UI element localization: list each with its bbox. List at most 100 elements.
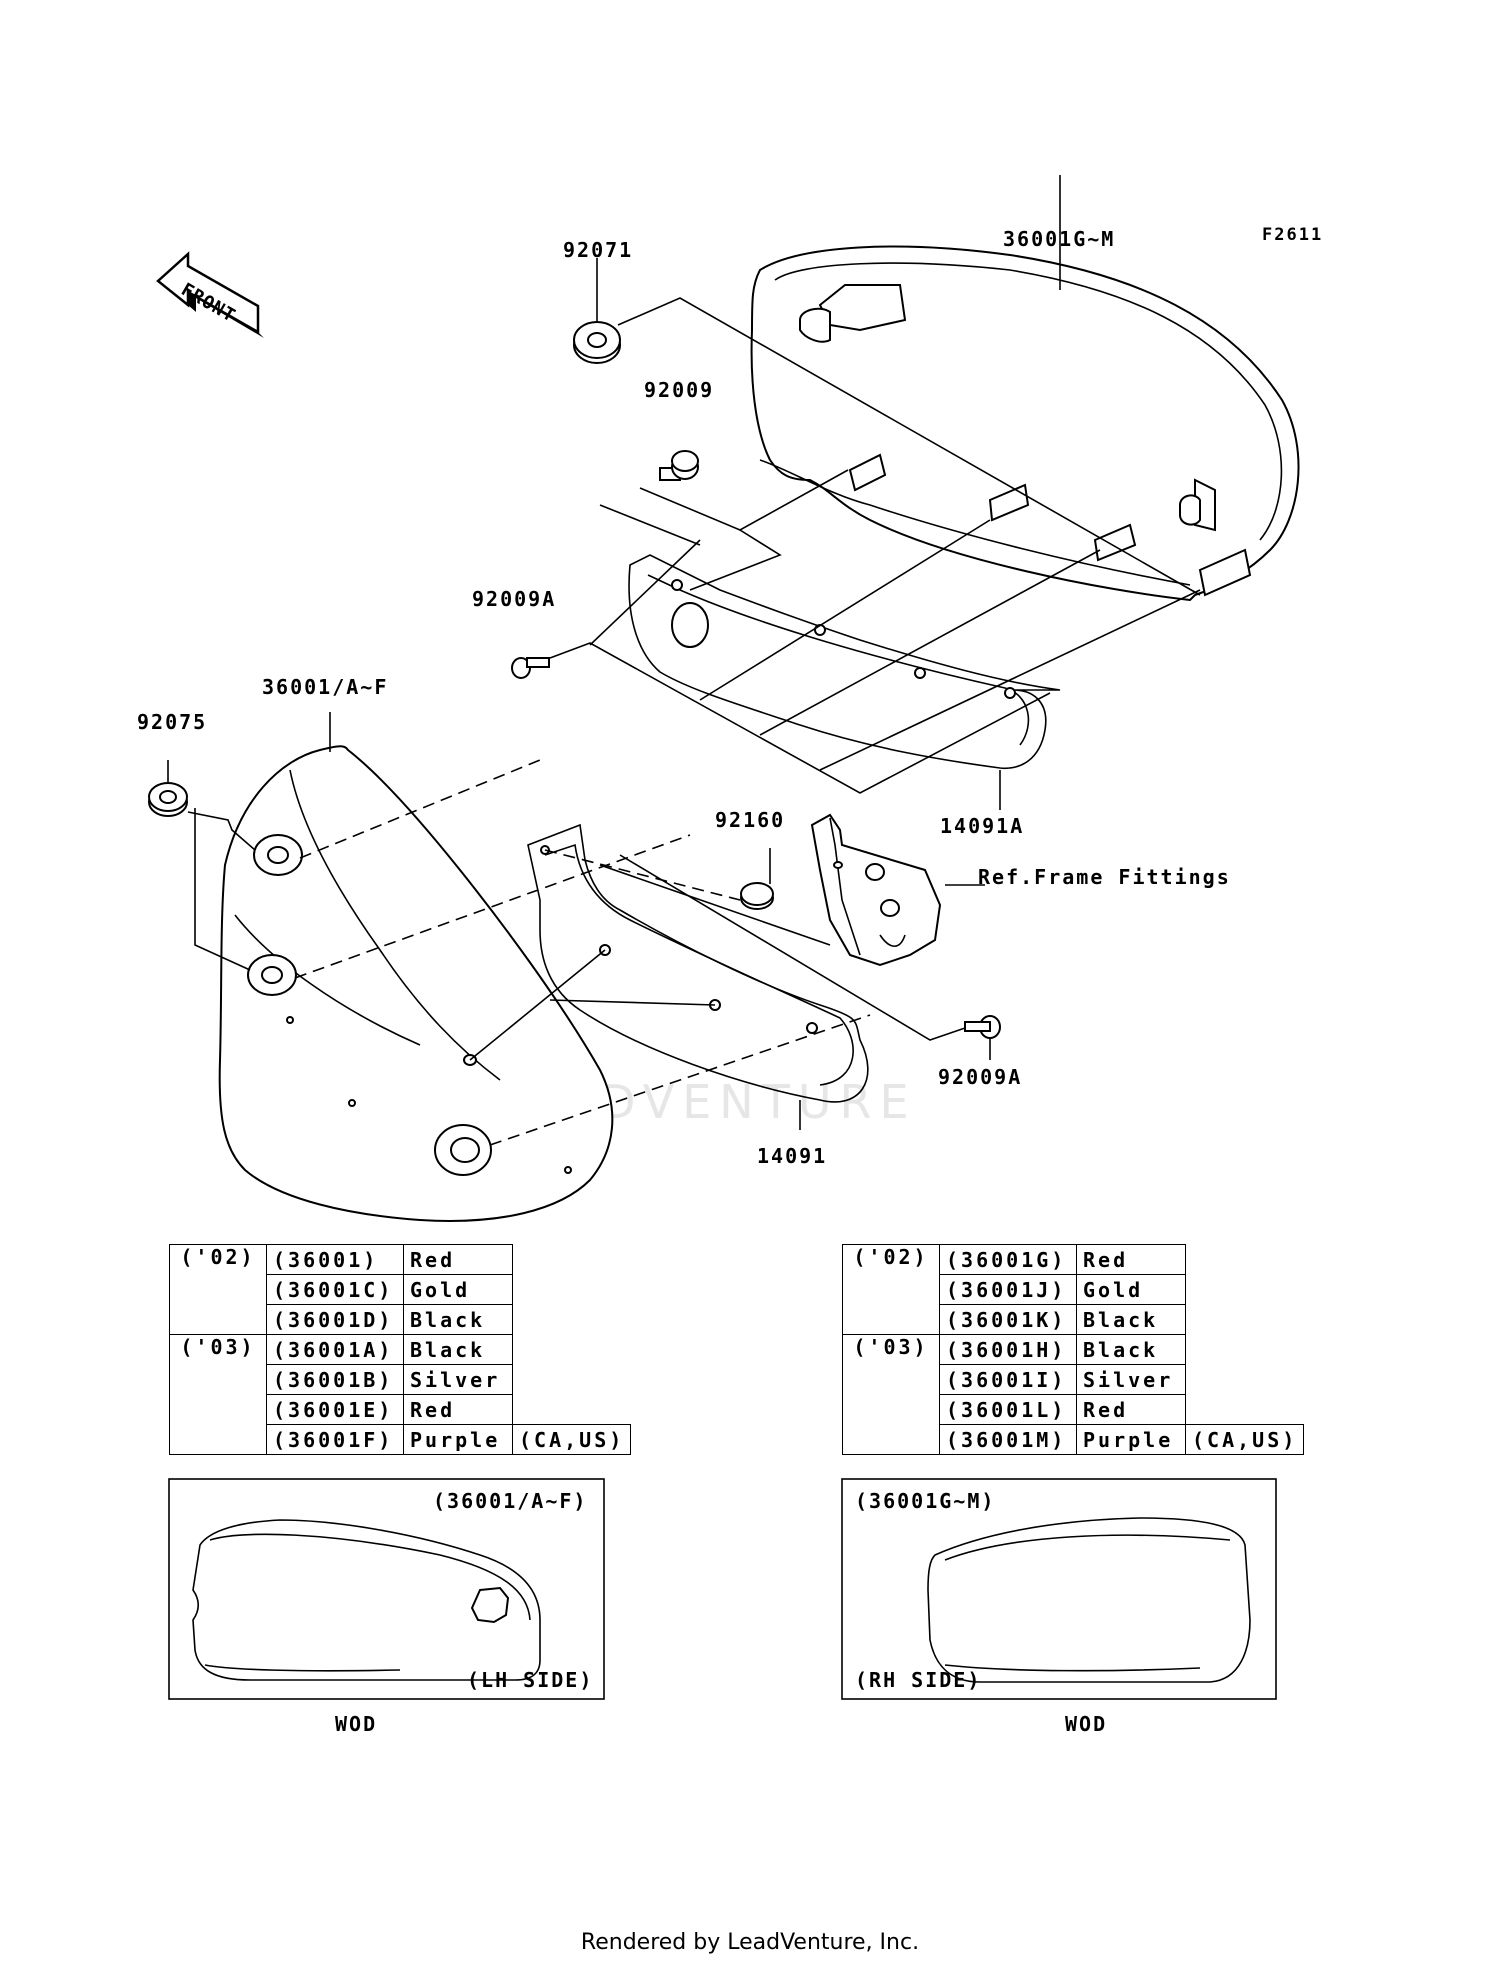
table-row: ('02)(36001)Red	[169, 1244, 631, 1275]
grommet-92075	[148, 782, 188, 817]
table-row: (36001J)Gold	[842, 1274, 1304, 1305]
label-ref-frame-fittings: Ref.Frame Fittings	[978, 865, 1231, 889]
table-row: (36001E)Red	[169, 1394, 631, 1425]
cell-year	[842, 1394, 940, 1425]
cell-code: (36001D)	[266, 1304, 404, 1335]
cell-year	[169, 1424, 267, 1455]
cell-color: Black	[403, 1304, 513, 1335]
cell-year	[169, 1394, 267, 1425]
cell-year	[169, 1304, 267, 1335]
cell-note	[1186, 1275, 1304, 1305]
cell-color: Purple	[403, 1424, 513, 1455]
side-cover-left	[218, 745, 614, 1222]
cell-note: (CA,US)	[511, 1424, 632, 1455]
cell-note	[513, 1305, 631, 1335]
cell-year: ('02)	[842, 1244, 940, 1275]
bolt-92009a-bottom	[964, 1015, 1001, 1039]
table-row: (36001I)Silver	[842, 1364, 1304, 1395]
collar-92009	[659, 450, 699, 481]
cell-code: (36001B)	[266, 1364, 404, 1395]
cell-code: (36001E)	[266, 1394, 404, 1425]
cell-code: (36001C)	[266, 1274, 404, 1305]
color-table-left: ('02)(36001)Red(36001C)Gold(36001D)Black…	[169, 1244, 632, 1455]
cell-code: (36001L)	[939, 1394, 1077, 1425]
cell-year: ('03)	[169, 1334, 267, 1365]
cell-code: (36001J)	[939, 1274, 1077, 1305]
cell-year	[169, 1364, 267, 1395]
bolt-92009a-top	[511, 657, 550, 679]
cell-note	[513, 1365, 631, 1395]
label-14091a: 14091A	[940, 814, 1024, 838]
cell-color: Red	[403, 1394, 513, 1425]
color-table-right: ('02)(36001G)Red(36001J)Gold(36001K)Blac…	[842, 1244, 1305, 1455]
cell-color: Gold	[1076, 1274, 1186, 1305]
footer-credit: Rendered by LeadVenture, Inc.	[580, 1930, 920, 1955]
inset-right-caption: WOD	[1065, 1712, 1107, 1736]
leader-lines-upper	[549, 175, 1201, 810]
side-cover-right	[750, 245, 1300, 602]
table-row: (36001K)Black	[842, 1304, 1304, 1335]
cell-year: ('02)	[169, 1244, 267, 1275]
cell-color: Black	[1076, 1334, 1186, 1365]
cell-code: (36001K)	[939, 1304, 1077, 1335]
gasket-14091	[527, 823, 869, 1103]
table-row: (36001B)Silver	[169, 1364, 631, 1395]
cell-note: (CA,US)	[1184, 1424, 1305, 1455]
cell-note	[1186, 1395, 1304, 1425]
cell-color: Red	[1076, 1244, 1186, 1275]
cell-color: Red	[1076, 1394, 1186, 1425]
cell-year	[169, 1274, 267, 1305]
cell-note	[513, 1245, 631, 1275]
cell-code: (36001H)	[939, 1334, 1077, 1365]
front-arrow-icon: FRONT	[156, 251, 264, 338]
label-92009a-bottom: 92009A	[938, 1065, 1022, 1089]
label-36001g-m: 36001G~M	[1003, 227, 1115, 251]
gasket-14091a	[628, 554, 1061, 770]
table-row: (36001M)Purple(CA,US)	[842, 1424, 1305, 1455]
cell-year	[842, 1364, 940, 1395]
table-row: (36001D)Black	[169, 1304, 631, 1335]
table-row: (36001F)Purple(CA,US)	[169, 1424, 632, 1455]
cell-code: (36001M)	[939, 1424, 1077, 1455]
inset-right: (36001G~M) (RH SIDE) WOD	[841, 1478, 1277, 1736]
cell-note	[1186, 1305, 1304, 1335]
frame-bracket	[810, 813, 942, 967]
cell-code: (36001I)	[939, 1364, 1077, 1395]
cell-note	[1186, 1335, 1304, 1365]
leader-lines-lower	[167, 712, 991, 1146]
table-row: (36001L)Red	[842, 1394, 1304, 1425]
cell-color: Purple	[1076, 1424, 1186, 1455]
cell-year	[842, 1274, 940, 1305]
label-92009a-top: 92009A	[472, 587, 556, 611]
cell-note	[513, 1335, 631, 1365]
cell-color: Silver	[403, 1364, 513, 1395]
table-row: ('03)(36001H)Black	[842, 1334, 1304, 1365]
inset-left-caption: WOD	[335, 1712, 377, 1736]
table-row: (36001C)Gold	[169, 1274, 631, 1305]
label-92075: 92075	[137, 710, 207, 734]
label-92160: 92160	[715, 808, 785, 832]
cell-color: Red	[403, 1244, 513, 1275]
cell-color: Silver	[1076, 1364, 1186, 1395]
damper-92160	[740, 882, 774, 910]
cell-note	[513, 1395, 631, 1425]
cell-color: Black	[403, 1334, 513, 1365]
cell-year	[842, 1304, 940, 1335]
cell-color: Gold	[403, 1274, 513, 1305]
inset-left: (36001/A~F) (LH SIDE) WOD	[168, 1478, 605, 1736]
table-row: ('02)(36001G)Red	[842, 1244, 1304, 1275]
cell-code: (36001)	[266, 1244, 404, 1275]
figure-id: F2611	[1262, 225, 1323, 245]
cell-year	[842, 1424, 940, 1455]
cell-code: (36001G)	[939, 1244, 1077, 1275]
inset-right-title: (36001G~M)	[855, 1489, 995, 1513]
cell-note	[1186, 1365, 1304, 1395]
label-92071: 92071	[563, 238, 633, 262]
label-14091: 14091	[757, 1144, 827, 1168]
cell-code: (36001F)	[266, 1424, 404, 1455]
label-92009: 92009	[644, 378, 714, 402]
inset-right-side: (RH SIDE)	[855, 1668, 981, 1692]
label-36001-a-f: 36001/A~F	[262, 675, 388, 699]
table-row: ('03)(36001A)Black	[169, 1334, 631, 1365]
